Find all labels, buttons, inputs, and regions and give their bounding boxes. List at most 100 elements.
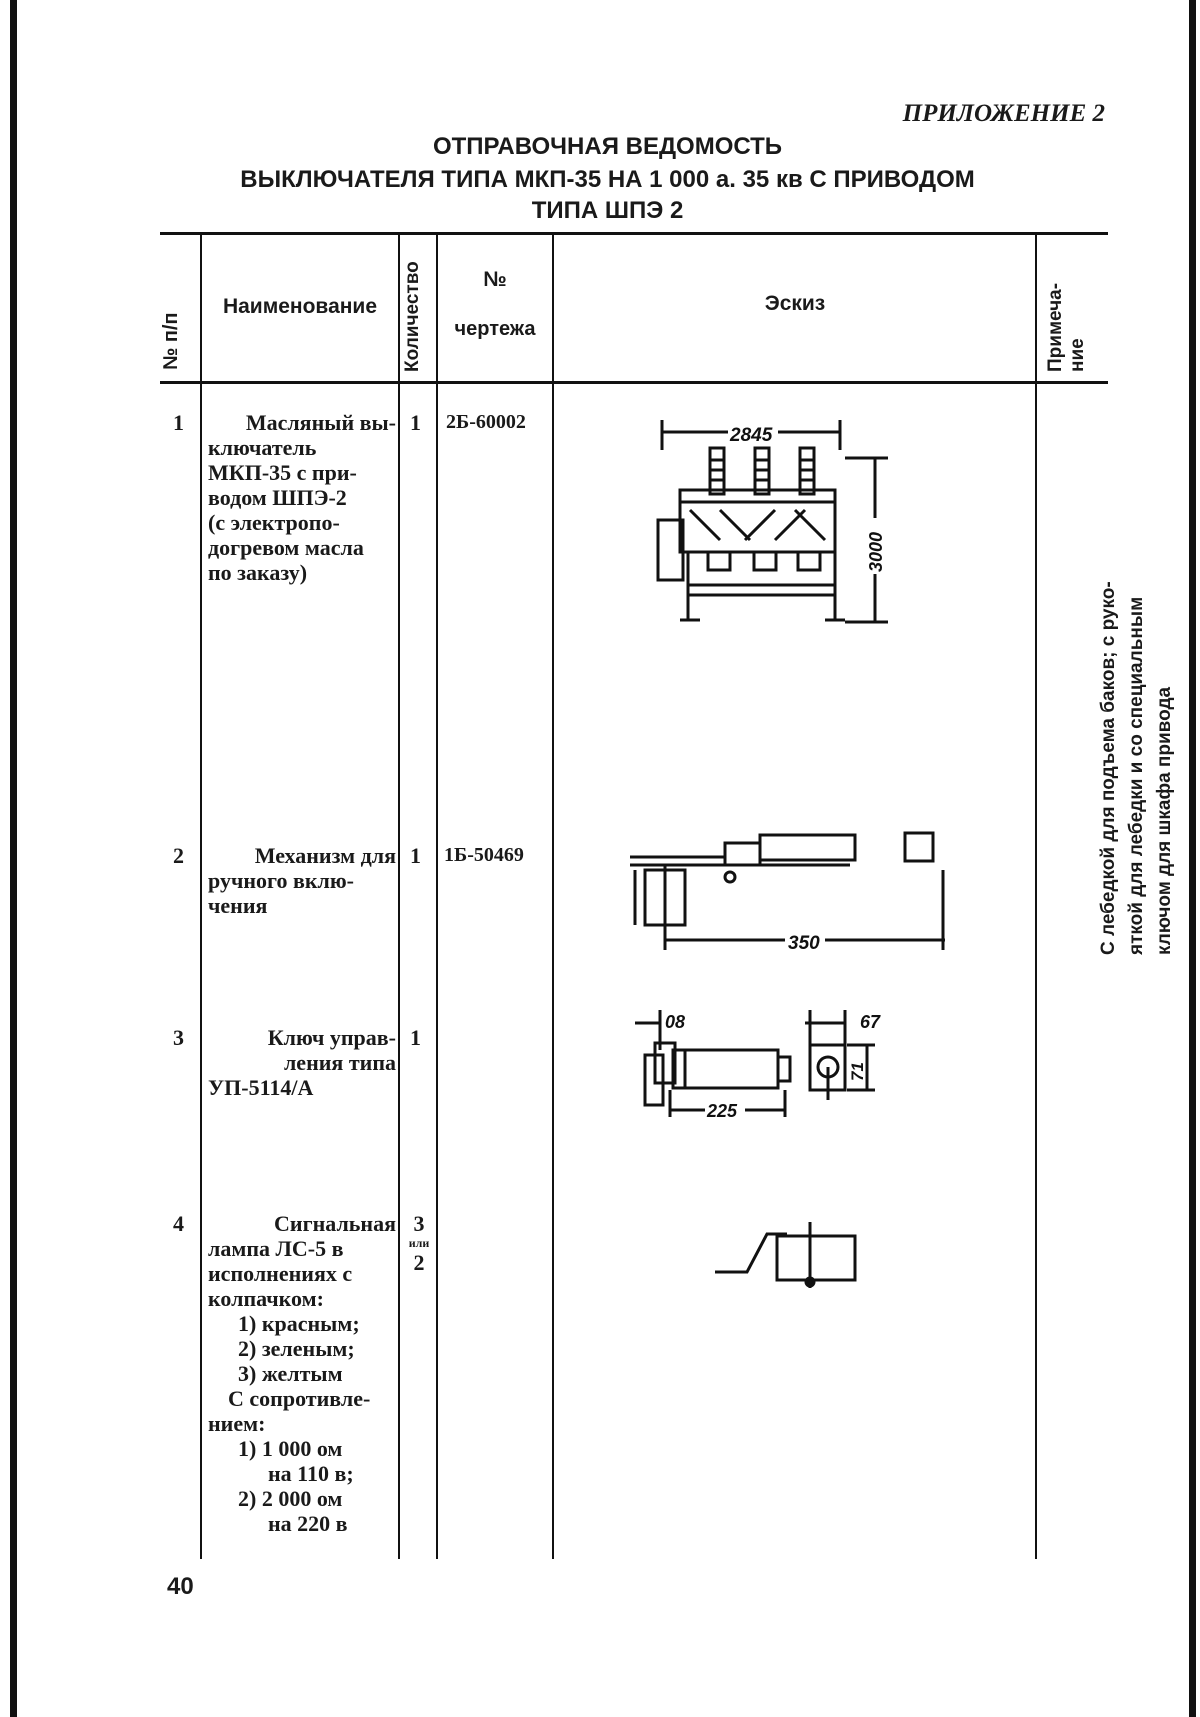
table-top-rule bbox=[160, 232, 1108, 235]
header-notes-line-2: ние bbox=[1067, 338, 1088, 372]
column-divider bbox=[1035, 234, 1037, 1559]
name-line: 1) 1 000 ом bbox=[238, 1436, 343, 1461]
dimension-label: 350 bbox=[788, 933, 820, 954]
lamp-contact bbox=[804, 1276, 816, 1288]
name-line: на 220 в bbox=[268, 1511, 348, 1536]
name-line: 3) желтым bbox=[238, 1361, 343, 1386]
row-2-qty: 1 bbox=[410, 843, 421, 868]
row-3-num: 3 bbox=[173, 1025, 184, 1050]
name-line: на 110 в; bbox=[268, 1461, 354, 1486]
lamp-lead bbox=[715, 1232, 787, 1274]
name-line: догревом масла bbox=[208, 535, 364, 560]
row-2-name: Механизм для ручного вклю- чения bbox=[208, 843, 396, 918]
name-line: Масляный вы- bbox=[245, 410, 396, 435]
name-line: ления типа bbox=[283, 1050, 396, 1075]
tank-bottom bbox=[796, 550, 822, 572]
key-body bbox=[671, 1048, 780, 1090]
header-notes-line-1: Примеча- bbox=[1045, 282, 1066, 372]
row-3-name: Ключ управ- ления типа УП-5114/А bbox=[208, 1025, 396, 1100]
pivot bbox=[723, 870, 737, 884]
name-line: Сигнальная bbox=[274, 1211, 396, 1236]
note-line: ключом для шкафа привода bbox=[1154, 686, 1175, 955]
dimension-label: 08 bbox=[665, 1012, 685, 1032]
name-line: УП-5114/А bbox=[208, 1075, 314, 1100]
dimension-label: 67 bbox=[860, 1012, 881, 1032]
row-4-qty: 3 или 2 bbox=[404, 1211, 434, 1275]
dimension-label: 71 bbox=[848, 1062, 867, 1081]
mechanism-lever bbox=[758, 833, 857, 862]
dimension-label-bg bbox=[705, 1099, 745, 1120]
header-num: № п/п bbox=[160, 312, 182, 370]
lamp-body bbox=[775, 1234, 857, 1282]
name-line: лампа ЛС-5 в bbox=[208, 1236, 344, 1261]
scan-edge-left bbox=[10, 0, 17, 1717]
lamp-sketch bbox=[715, 1222, 857, 1288]
column-divider bbox=[200, 234, 202, 1559]
row-2-num: 2 bbox=[173, 843, 184, 868]
name-line: С сопротивле- bbox=[228, 1386, 371, 1411]
mechanism-handle bbox=[903, 831, 935, 863]
column-divider bbox=[398, 234, 400, 1559]
name-line: ключатель bbox=[208, 435, 317, 460]
dimension-label: 225 bbox=[706, 1101, 738, 1120]
row-4-num: 4 bbox=[173, 1211, 184, 1236]
header-qty: Количество bbox=[402, 261, 423, 372]
row-1-num: 1 bbox=[173, 410, 184, 435]
title-line-1: ОТПРАВОЧНАЯ ВЕДОМОСТЬ bbox=[432, 133, 783, 160]
annex-label: ПРИЛОЖЕНИЕ 2 bbox=[902, 100, 1105, 127]
header-name: Наименование bbox=[222, 295, 378, 318]
name-line: (с электропо- bbox=[208, 510, 340, 535]
qty-line: 3 bbox=[413, 1211, 425, 1236]
name-line: водом ШПЭ-2 bbox=[208, 485, 347, 510]
note-line: С лебедкой для подъема баков; с руко- bbox=[1098, 581, 1119, 955]
header-sketch: Эскиз bbox=[764, 292, 826, 315]
key-end bbox=[776, 1055, 792, 1083]
row-2-drawing: 1Б-50469 bbox=[444, 844, 524, 866]
name-line: чения bbox=[208, 893, 268, 918]
header-notes: Примеча- ние bbox=[1045, 283, 1089, 372]
mechanism-sketch: 350 bbox=[630, 831, 945, 954]
mechanism-block bbox=[723, 841, 762, 867]
linkage bbox=[688, 508, 827, 542]
name-line: исполнениях с bbox=[208, 1261, 353, 1286]
notes-text: С лебедкой для подъема баков; с руко- ят… bbox=[1095, 425, 1179, 955]
dimension-label: 2845 bbox=[729, 425, 773, 446]
name-line: колпачком: bbox=[208, 1286, 324, 1311]
dimension-label-bg bbox=[728, 418, 778, 444]
title-line-3: ТИПА ШПЭ 2 bbox=[531, 197, 684, 224]
key-flange bbox=[653, 1041, 677, 1085]
name-line: 2) зеленым; bbox=[238, 1336, 355, 1361]
breaker-tank bbox=[678, 488, 837, 554]
header-bottom-rule bbox=[160, 381, 1108, 384]
drive-cabinet bbox=[656, 518, 685, 582]
key-sketch: 08 225 67 71 bbox=[635, 1010, 881, 1120]
header-drawing-no-sign: № bbox=[483, 268, 507, 291]
column-divider bbox=[552, 234, 554, 1559]
page-number: 40 bbox=[167, 1573, 194, 1600]
title-line-2: ВЫКЛЮЧАТЕЛЯ ТИПА МКП-35 НА 1 000 а. 35 к… bbox=[240, 166, 975, 193]
row-3-qty: 1 bbox=[410, 1025, 421, 1050]
dimension-label-bg bbox=[785, 929, 825, 953]
dimension-label-bg bbox=[862, 518, 888, 574]
scan-edge-right bbox=[1189, 0, 1196, 1717]
name-line: Механизм для bbox=[254, 843, 396, 868]
name-line: 1) красным; bbox=[238, 1311, 360, 1336]
name-line: ручного вклю- bbox=[208, 868, 355, 893]
row-1-name: Масляный вы- ключатель МКП-35 с при- вод… bbox=[208, 410, 396, 585]
bushing-ribs bbox=[710, 458, 814, 482]
column-divider bbox=[436, 234, 438, 1559]
row-1-drawing: 2Б-60002 bbox=[446, 411, 526, 433]
name-line: 2) 2 000 ом bbox=[238, 1486, 343, 1511]
name-line: Ключ управ- bbox=[267, 1025, 396, 1050]
row-1-qty: 1 bbox=[410, 410, 421, 435]
breaker-sketch: 2845 3000 bbox=[656, 418, 888, 624]
name-line: по заказу) bbox=[208, 560, 308, 585]
name-line: нием: bbox=[208, 1411, 266, 1436]
row-4-name: Сигнальная лампа ЛС-5 в исполнениях с ко… bbox=[208, 1211, 396, 1536]
qty-line: или bbox=[408, 1236, 430, 1250]
name-line: МКП-35 с при- bbox=[208, 460, 357, 485]
tank-bottom bbox=[706, 550, 732, 572]
qty-line: 2 bbox=[413, 1250, 425, 1275]
header-drawing: чертежа bbox=[454, 318, 536, 340]
tank-bottom bbox=[752, 550, 778, 572]
